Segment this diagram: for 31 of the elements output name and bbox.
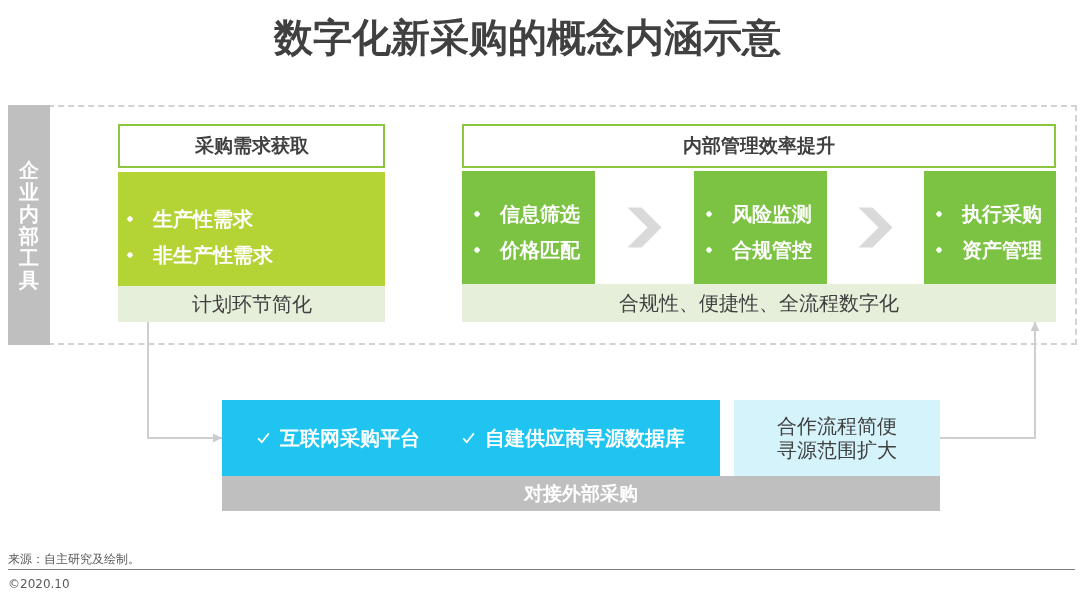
benefit-box xyxy=(734,400,940,476)
platform-box xyxy=(222,400,720,476)
bullet-item: 资产管理 xyxy=(935,236,1042,263)
note-text: 合作流程简便 xyxy=(777,414,897,438)
diagram-title: 数字化新采购的概念内涵示意 xyxy=(273,14,781,62)
item-text: 互联网采购平台 xyxy=(280,424,420,452)
chevron-arrow xyxy=(627,207,662,248)
copyright-note: ©2020.10 xyxy=(8,577,70,592)
bullet-box xyxy=(462,171,595,284)
summary-band xyxy=(462,284,1056,322)
external-band xyxy=(222,476,940,511)
band-title: 对接外部采购 xyxy=(524,480,638,506)
band-text: 合规性、便捷性、全流程数字化 xyxy=(619,289,899,317)
item-text: 自建供应商寻源数据库 xyxy=(485,424,685,452)
bullet-item: 非生产性需求 xyxy=(126,242,273,268)
bullet-box xyxy=(118,172,385,286)
dashed-region xyxy=(8,105,1077,345)
header-box xyxy=(118,124,385,168)
note-text: 寻源范围扩大 xyxy=(777,438,897,462)
vertical-label: 企业内部工具 xyxy=(19,159,39,291)
connector-arrow xyxy=(939,321,1040,439)
heading-text: 内部管理效率提升 xyxy=(683,133,835,158)
bullet-box xyxy=(694,171,827,284)
heading-text: 采购需求获取 xyxy=(194,133,309,158)
band-text: 计划环节简化 xyxy=(191,290,312,318)
summary-band xyxy=(118,286,385,322)
connector-arrow xyxy=(147,321,223,443)
header-box xyxy=(462,124,1056,168)
bullet-box xyxy=(924,171,1056,284)
source-note: 来源：自主研究及绘制。 xyxy=(8,552,140,567)
chevron-arrow xyxy=(858,207,893,248)
